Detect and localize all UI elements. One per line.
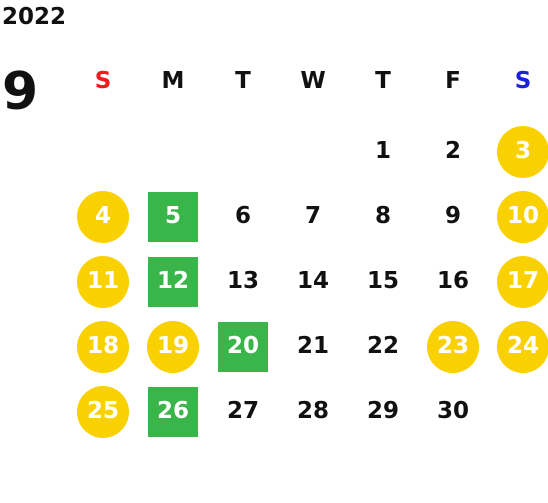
calendar-day: 29 — [366, 398, 399, 424]
highlighted-day: 20 — [218, 321, 268, 372]
calendar-cell: 30 — [418, 379, 488, 444]
calendar-day: 15 — [366, 268, 399, 294]
calendar-cell: 7 — [278, 184, 348, 249]
calendar-cell: 26 — [138, 379, 208, 444]
calendar-cell — [278, 119, 348, 184]
calendar-cell: 3 — [488, 119, 548, 184]
calendar-cell: 6 — [208, 184, 278, 249]
holiday-day: 18 — [77, 320, 129, 373]
holiday-day: 11 — [77, 255, 129, 308]
weekday-header: S M T W T F S — [68, 63, 548, 99]
calendar-cell — [208, 119, 278, 184]
calendar-cell: 5 — [138, 184, 208, 249]
weekday-monday: M — [161, 68, 185, 94]
calendar-cell: 15 — [348, 249, 418, 314]
calendar-day: 2 — [444, 138, 461, 164]
calendar-cell: 25 — [68, 379, 138, 444]
calendar-cell: 13 — [208, 249, 278, 314]
calendar-cell: 19 — [138, 314, 208, 379]
calendar-day: 16 — [436, 268, 469, 294]
calendar-day: 9 — [444, 203, 461, 229]
weekday-sunday: S — [94, 68, 112, 94]
holiday-day: 19 — [147, 320, 199, 373]
calendar-day: 30 — [436, 398, 469, 424]
calendar-day: 28 — [296, 398, 329, 424]
calendar-cell — [138, 119, 208, 184]
calendar-cell: 11 — [68, 249, 138, 314]
highlighted-day: 12 — [148, 256, 198, 307]
calendar-cell: 4 — [68, 184, 138, 249]
calendar-cell: 10 — [488, 184, 548, 249]
calendar-year: 2022 — [2, 4, 67, 30]
calendar-cell: 24 — [488, 314, 548, 379]
calendar-day: 14 — [296, 268, 329, 294]
calendar-cell: 1 — [348, 119, 418, 184]
calendar-cell: 23 — [418, 314, 488, 379]
calendar-cell: 14 — [278, 249, 348, 314]
calendar-cell: 27 — [208, 379, 278, 444]
calendar-day: 27 — [226, 398, 259, 424]
calendar-cell: 20 — [208, 314, 278, 379]
calendar-cell: 17 — [488, 249, 548, 314]
weekday-saturday: S — [514, 68, 532, 94]
calendar-cell: 16 — [418, 249, 488, 314]
holiday-day: 3 — [497, 125, 548, 178]
calendar-cell: 29 — [348, 379, 418, 444]
calendar-day: 1 — [374, 138, 391, 164]
calendar-cell: 28 — [278, 379, 348, 444]
highlighted-day: 5 — [148, 191, 198, 242]
calendar-day: 6 — [234, 203, 251, 229]
calendar-day: 8 — [374, 203, 391, 229]
calendar-day: 13 — [226, 268, 259, 294]
calendar-cell: 9 — [418, 184, 488, 249]
holiday-day: 23 — [427, 320, 479, 373]
weekday-friday: F — [445, 68, 461, 94]
holiday-day: 4 — [77, 190, 129, 243]
calendar-day: 22 — [366, 333, 399, 359]
holiday-day: 17 — [497, 255, 548, 308]
holiday-day: 25 — [77, 385, 129, 438]
weekday-tuesday: T — [235, 68, 251, 94]
calendar-cell: 2 — [418, 119, 488, 184]
weekday-wednesday: W — [300, 68, 326, 94]
calendar-month: 9 — [2, 62, 39, 122]
calendar-cell: 8 — [348, 184, 418, 249]
calendar-cell: 22 — [348, 314, 418, 379]
calendar-cell: 18 — [68, 314, 138, 379]
calendar-cell: 21 — [278, 314, 348, 379]
highlighted-day: 26 — [148, 386, 198, 437]
calendar-cell — [68, 119, 138, 184]
weekday-thursday: T — [375, 68, 391, 94]
calendar-cell — [488, 379, 548, 444]
holiday-day: 24 — [497, 320, 548, 373]
calendar-day: 21 — [296, 333, 329, 359]
calendar-cell: 12 — [138, 249, 208, 314]
calendar-day: 7 — [304, 203, 321, 229]
holiday-day: 10 — [497, 190, 548, 243]
